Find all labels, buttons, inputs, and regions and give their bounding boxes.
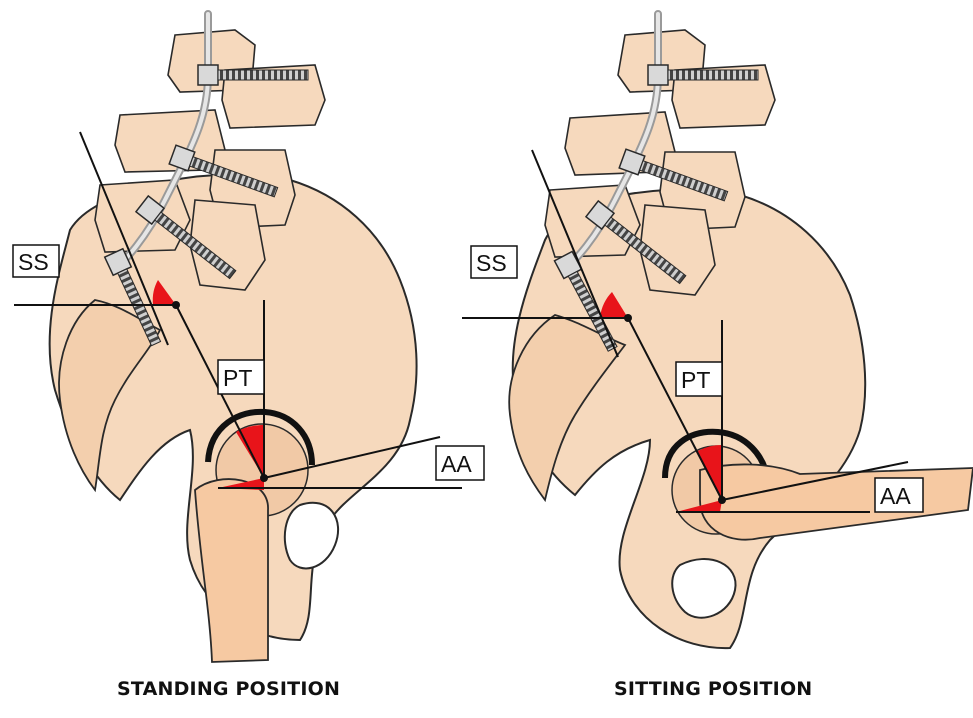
standing-pt-label: PT <box>218 360 264 394</box>
standing-hip-center <box>260 474 268 482</box>
sitting-panel-title: SITTING POSITION <box>614 678 812 700</box>
sitting-sacral-midpoint <box>624 314 632 322</box>
standing-ss-text: SS <box>18 249 49 275</box>
sitting-pt-text: PT <box>681 367 710 393</box>
standing-pt-text: PT <box>223 365 252 391</box>
standing-obturator-foramen <box>285 503 338 569</box>
sitting-panel: SS PT AA <box>462 14 973 648</box>
standing-ss-label: SS <box>13 245 59 277</box>
standing-femur <box>195 479 268 662</box>
sitting-ss-text: SS <box>476 250 507 276</box>
standing-aa-label: AA <box>436 446 484 480</box>
sitting-pt-label: PT <box>676 362 722 396</box>
sitting-ss-label: SS <box>471 246 517 278</box>
standing-sacral-midpoint <box>172 301 180 309</box>
sitting-hip-center <box>718 496 726 504</box>
sitting-aa-label: AA <box>875 478 923 512</box>
standing-panel-title: STANDING POSITION <box>117 678 340 700</box>
standing-aa-text: AA <box>441 451 472 477</box>
standing-panel: SS PT AA <box>13 14 484 662</box>
sitting-aa-text: AA <box>880 483 911 509</box>
